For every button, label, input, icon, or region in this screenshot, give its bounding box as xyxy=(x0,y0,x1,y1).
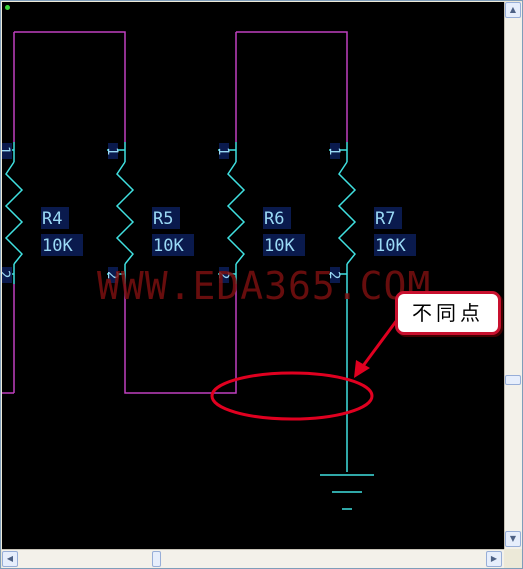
r6-value: 10K xyxy=(264,236,295,256)
pin-numbers: 1 1 1 1 2 2 2 2 xyxy=(2,143,342,283)
r5-body xyxy=(115,161,135,265)
r7-pin-bottom: 2 xyxy=(326,271,342,279)
r4-body xyxy=(4,161,24,265)
r4-pin-bottom: 2 xyxy=(2,270,12,278)
callout-arrow-head xyxy=(354,360,370,378)
watermark-text: WWW.EDA365.COM xyxy=(97,264,432,308)
r7-body xyxy=(337,161,357,265)
wire-top-left xyxy=(14,31,126,142)
r6-ref: R6 xyxy=(264,209,284,229)
wire-bottom-mid xyxy=(124,284,237,394)
scroll-up-button[interactable]: ▲ xyxy=(505,2,521,18)
origin-marker xyxy=(5,5,10,10)
r7-ref: R7 xyxy=(375,209,395,229)
r7-pin-top: 1 xyxy=(326,147,342,155)
wire-top-right xyxy=(236,31,348,142)
resistor-zigzags xyxy=(4,161,357,265)
resistor-labels: R4 10K R5 10K R6 10K R7 10K xyxy=(41,207,416,256)
callout-label: 不同点 xyxy=(395,291,501,335)
wires xyxy=(2,31,348,394)
vertical-scrollbar[interactable]: ▲ ▼ xyxy=(504,2,522,549)
scroll-down-button[interactable]: ▼ xyxy=(505,531,521,547)
r6-pin-bottom: 2 xyxy=(215,271,231,279)
callout-arrow-line xyxy=(358,319,399,371)
scroll-right-button[interactable]: ▶ xyxy=(486,551,502,567)
r5-pin-bottom: 2 xyxy=(104,271,120,279)
r6-body xyxy=(226,161,246,265)
r4-ref: R4 xyxy=(42,209,62,229)
horizontal-scroll-thumb[interactable] xyxy=(152,551,161,567)
r5-value: 10K xyxy=(153,236,184,256)
r5-pin-top: 1 xyxy=(104,147,120,155)
scroll-corner xyxy=(504,549,522,568)
horizontal-scrollbar[interactable]: ◀ ▶ xyxy=(2,549,504,568)
scroll-left-button[interactable]: ◀ xyxy=(2,551,18,567)
schematic-drawing: 1 1 1 1 2 2 2 2 R4 10K xyxy=(2,31,416,510)
highlight-ellipse xyxy=(210,371,374,421)
r4-value: 10K xyxy=(42,236,73,256)
r4-pin-top: 1 xyxy=(2,146,12,154)
ground-symbol xyxy=(320,474,374,510)
r7-value: 10K xyxy=(375,236,406,256)
schematic-canvas[interactable]: 1 1 1 1 2 2 2 2 R4 10K xyxy=(2,2,504,549)
vertical-scroll-thumb[interactable] xyxy=(505,375,521,385)
r6-pin-top: 1 xyxy=(215,147,231,155)
r5-ref: R5 xyxy=(153,209,173,229)
